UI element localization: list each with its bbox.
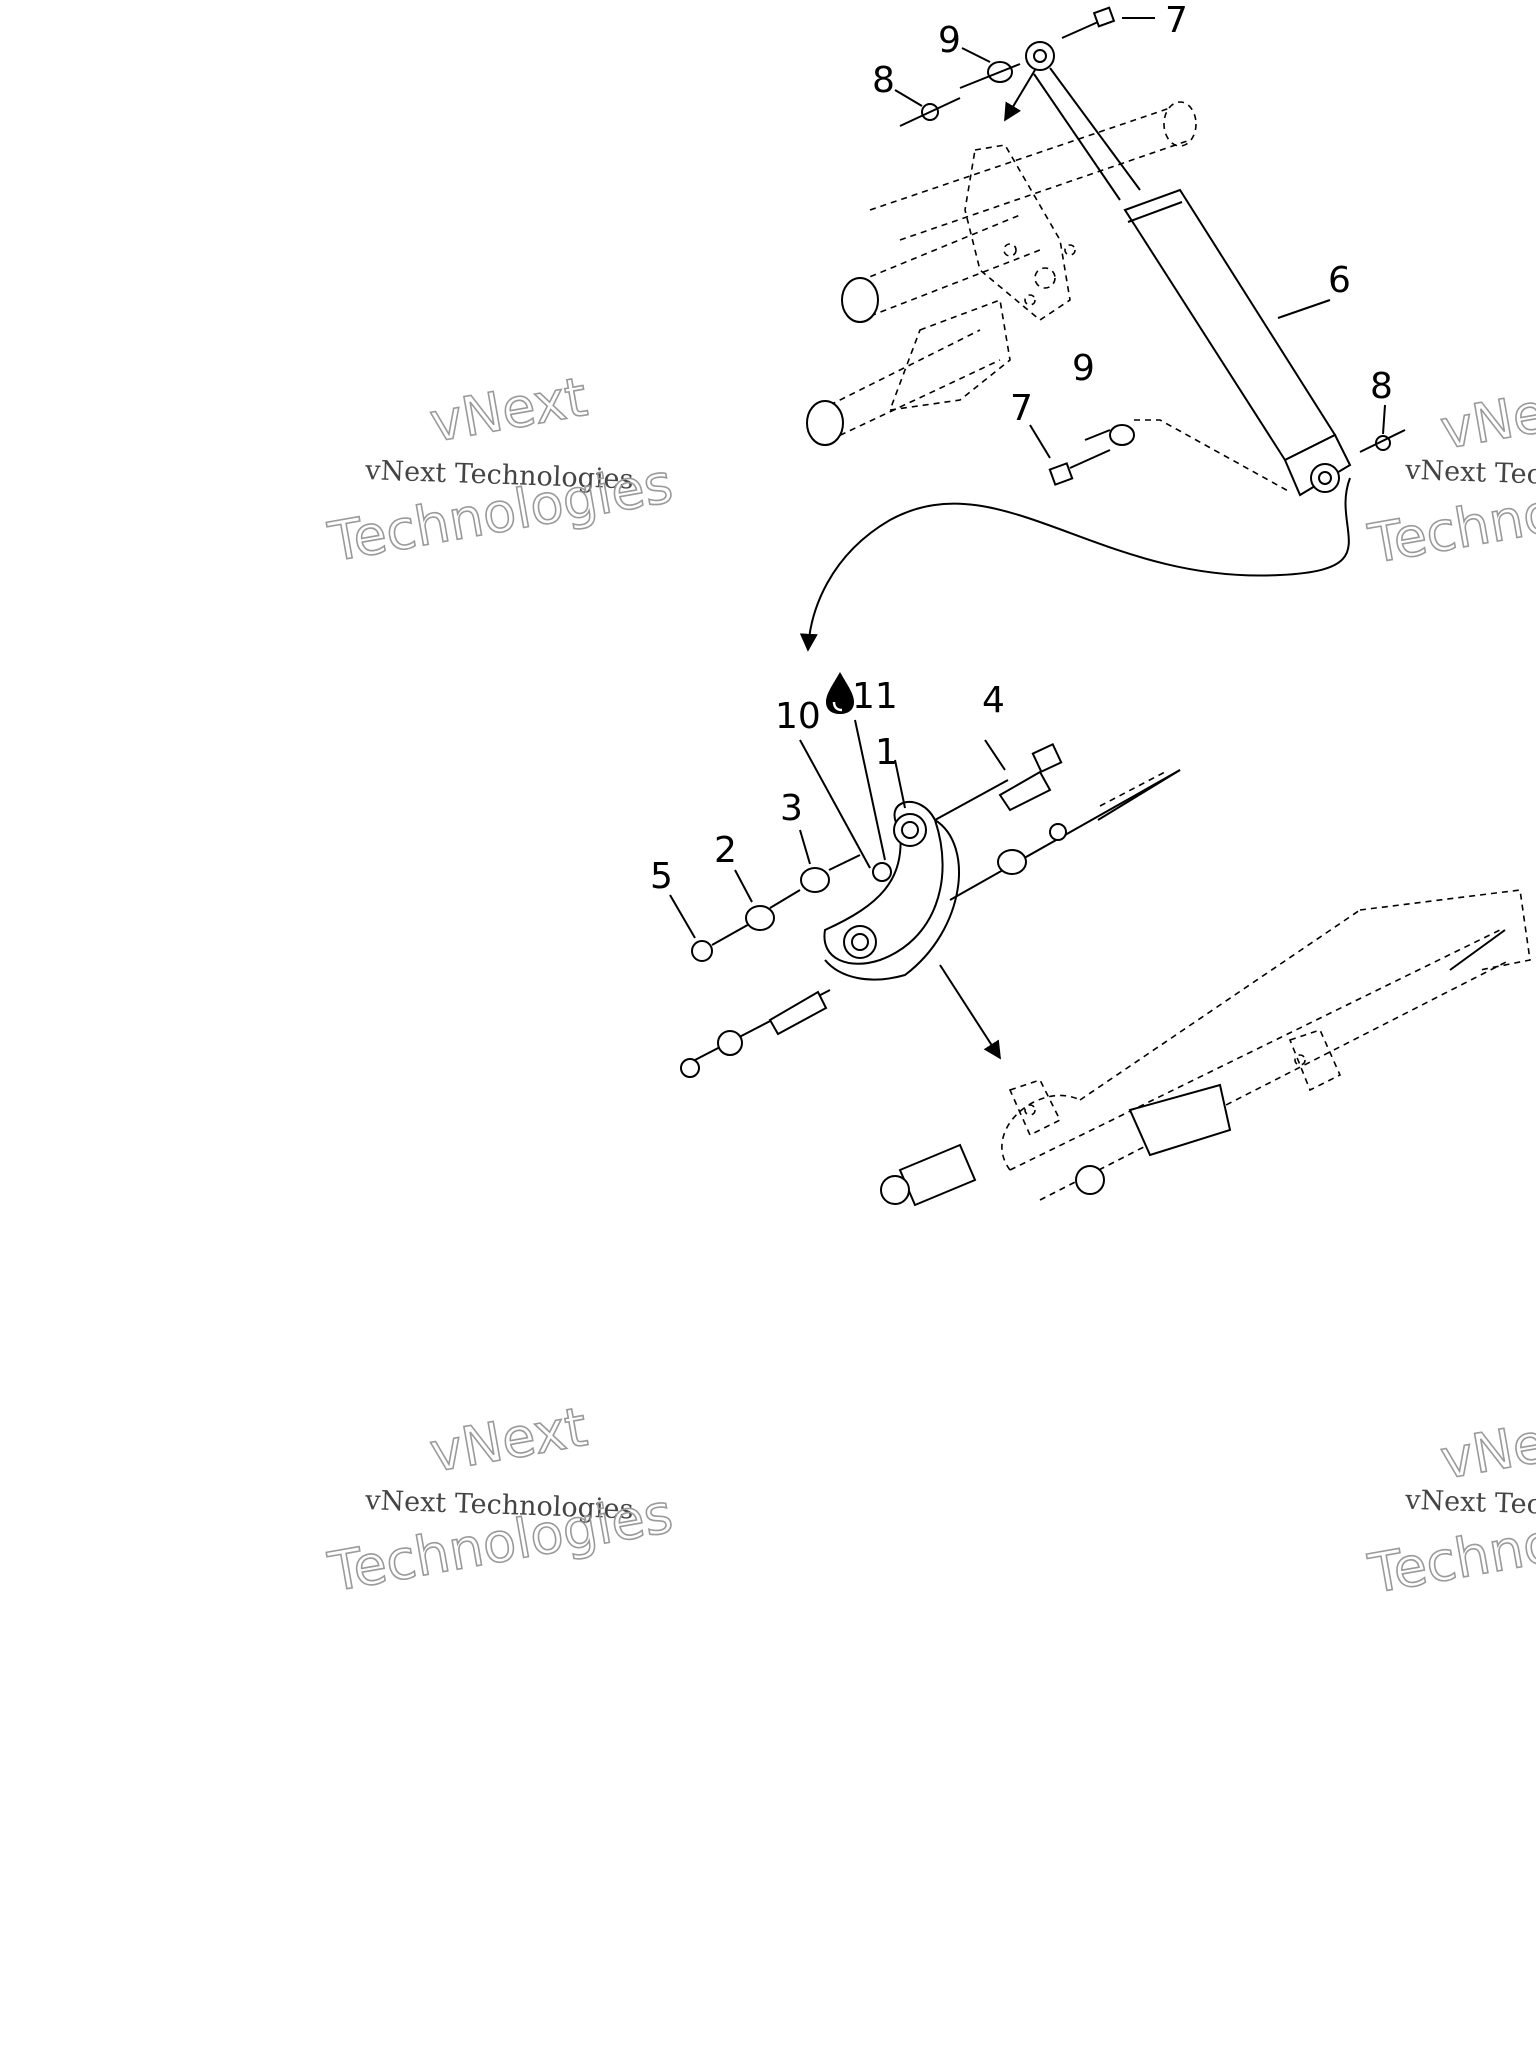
link-arm (823, 801, 960, 981)
upper-frame-bracket (806, 101, 1197, 446)
oil-drop-icon (826, 672, 854, 714)
watermark-brand-top: vNext (1436, 372, 1536, 461)
arrow-to-bracket (1004, 69, 1036, 122)
callout-5: 5 (650, 856, 673, 897)
watermark-4: vNext vNext Technologies Technologies (1363, 1401, 1536, 1606)
callout-3: 3 (780, 788, 803, 829)
callout-6: 6 (1328, 260, 1351, 301)
callout-2: 2 (714, 830, 737, 871)
callout-8-right: 8 (1370, 366, 1393, 407)
callout-8-top: 8 (872, 60, 895, 101)
callout-10: 10 (775, 696, 821, 737)
callout-9-lower: 9 (1072, 348, 1095, 389)
upper-hardware (899, 6, 1406, 493)
watermark-brand-top: vNext (425, 1395, 591, 1484)
lower-hardware (680, 742, 1181, 1078)
watermark-brand-top: vNext (425, 365, 591, 454)
callout-7-lower: 7 (1010, 388, 1033, 429)
arrow-to-axle (939, 964, 1001, 1060)
watermark-brand-top: vNext (1436, 1402, 1536, 1491)
rear-axle-frame (880, 889, 1531, 1207)
watermark-2: vNext vNext Technologies Technologies (323, 1394, 678, 1605)
callout-7-top: 7 (1165, 0, 1188, 41)
callout-labels: 1 2 3 4 5 6 7 7 8 8 9 9 10 11 (650, 0, 1393, 939)
callout-4: 4 (982, 680, 1005, 721)
shock-absorber (1025, 41, 1352, 497)
callout-1: 1 (875, 732, 898, 773)
arrow-to-link (799, 477, 1351, 652)
watermark-1: vNext vNext Technologies Technologies (323, 364, 678, 575)
callout-11: 11 (852, 676, 898, 717)
callout-9-top: 9 (938, 20, 961, 61)
